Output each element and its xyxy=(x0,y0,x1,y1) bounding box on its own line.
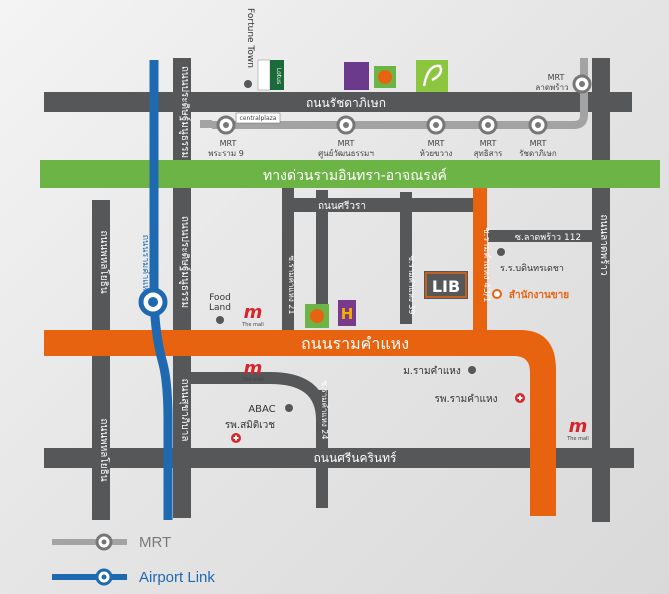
road-srinakarin xyxy=(44,448,634,468)
mrt-label-hk-1: MRT xyxy=(428,139,445,148)
poi-bodindecha-dot xyxy=(497,248,505,256)
label-srinakarin: ถนนศรีนครินทร์ xyxy=(314,451,398,465)
the-mall-logo-3: m The mall xyxy=(566,416,589,442)
label-fortune-town: Fortune Town xyxy=(245,8,255,68)
label-office: สำนักงานขาย xyxy=(509,289,569,301)
mrt-label-hk-2: ห้วยขวาง xyxy=(420,149,453,158)
svg-text:m: m xyxy=(569,416,588,437)
mrt-station-lat-phrao xyxy=(572,74,592,94)
mrt-label-lp-1: MRT xyxy=(548,73,565,82)
legend-mrt-label: MRT xyxy=(139,533,172,551)
label-soi-rk21: ซ.รามคำแหง 21 xyxy=(287,256,296,315)
label-pradit-north: ถนนประดิษฐ์มนูธรรม xyxy=(179,66,191,158)
mrt-label-rama9-2: พระราม 9 xyxy=(208,149,244,158)
road-sriwara xyxy=(282,198,482,212)
mrt-station-cultural-center xyxy=(336,115,356,135)
office-marker xyxy=(492,289,502,299)
legend-airport-link-label: Airport Link xyxy=(139,568,215,586)
label-left-road-bottom: ถนนพหลโยธิน xyxy=(98,418,111,481)
label-abac: ABAC xyxy=(248,404,275,415)
label-sukhaphiban: ถนนสุขาภิบาล xyxy=(179,379,190,442)
label-ramkhamhaeng-hospital: รพ.รามคำแหง xyxy=(435,394,498,405)
road-ramkhamhaeng xyxy=(44,330,556,516)
label-soi-rk43: ซ.รามคำแหง 43/1 xyxy=(481,227,492,302)
svg-text:Lotus: Lotus xyxy=(275,68,282,84)
label-soi-ladprao-112: ซ.ลาดพร้าว 112 xyxy=(515,232,581,243)
logo-green xyxy=(416,60,448,92)
road-ratchadaphisek xyxy=(44,92,632,112)
mrt-line xyxy=(200,58,588,129)
logo-green-orange-2-inner xyxy=(310,309,324,323)
the-mall-logo-1: m The mall xyxy=(241,302,264,328)
road-soi-rk43 xyxy=(473,188,487,338)
svg-text:The mall: The mall xyxy=(241,377,264,383)
label-bodindecha: ร.ร.บดินทรเดชา xyxy=(500,263,564,274)
the-mall-logo-2: m The mall xyxy=(241,358,264,383)
mrt-station-ratchadaphisek xyxy=(528,115,548,135)
label-samitivej: รพ.สมิติเวช xyxy=(225,420,275,431)
label-soi-rk24: ซ.รามคำแหง 24 xyxy=(320,381,329,440)
road-soi-rk39 xyxy=(400,192,412,324)
mrt-station-huai-khwang xyxy=(426,115,446,135)
poi-abac-dot xyxy=(285,404,293,412)
mrt-label-rc-1: MRT xyxy=(530,139,547,148)
mrt-label-cc-1: MRT xyxy=(338,139,355,148)
logo-h xyxy=(338,300,356,326)
logo-green-orange-inner xyxy=(378,70,392,84)
tesco-lotus-logo: Lotus xyxy=(257,59,284,91)
lib-logo: LIB xyxy=(424,271,468,299)
airport-link-legend-icon xyxy=(52,568,127,586)
label-airport-link-road: ถนนรามคำแหง xyxy=(140,235,151,296)
hospital-icon-ramkhamhaeng xyxy=(515,393,525,403)
label-ramkhamhaeng-uni: ม.รามคำแหง xyxy=(403,366,461,377)
logo-green-swoosh xyxy=(422,64,443,87)
logo-h-letter: H xyxy=(341,305,354,323)
svg-text:centralplaza: centralplaza xyxy=(240,115,277,122)
road-sriwara-west xyxy=(282,188,294,340)
svg-text:The mall: The mall xyxy=(566,436,589,442)
hospital-icon-samitivej xyxy=(231,433,241,443)
poi-food-land-dot xyxy=(216,316,224,324)
mrt-legend-icon xyxy=(52,533,127,551)
label-ramkhamhaeng: ถนนรามคำแหง xyxy=(301,334,409,353)
mrt-station-sutthisan xyxy=(478,115,498,135)
label-right-road: ถนนลาดพร้าว xyxy=(598,214,610,275)
central-plaza-logo: centralplaza xyxy=(235,112,281,124)
svg-text:m: m xyxy=(244,302,263,323)
label-sriwara: ถนนศรีวรา xyxy=(318,200,366,212)
road-abac-curve xyxy=(190,372,328,508)
mrt-label-cc-2: ศูนย์วัฒนธรรมฯ xyxy=(318,148,374,159)
poi-fortune-town-dot xyxy=(244,80,252,88)
svg-text:The mall: The mall xyxy=(241,322,264,328)
mrt-label-st-1: MRT xyxy=(480,139,497,148)
label-expressway: ทางด่วนรามอินทรา-อาจณรงค์ xyxy=(263,167,447,184)
airport-link-station-dot xyxy=(148,297,158,307)
mrt-label-rama9-1: MRT xyxy=(220,139,237,148)
logo-purple xyxy=(344,62,369,90)
label-food-land-1: Food xyxy=(209,293,231,303)
expressway-band xyxy=(40,160,660,188)
mrt-label-rc-2: รัชดาภิเษก xyxy=(519,149,557,158)
road-soi-ladprao-112 xyxy=(488,230,610,242)
label-left-road-top: ถนนพหลโยธิน xyxy=(98,230,111,293)
legend-mrt: MRT xyxy=(52,532,171,552)
mrt-station-rama9 xyxy=(216,115,236,135)
road-far-left xyxy=(92,200,110,520)
mrt-label-lp-2: ลาดพร้าว xyxy=(535,83,568,92)
svg-text:LIB: LIB xyxy=(432,277,460,296)
label-pradit-mid: ถนนประดิษฐ์มนูธรรม xyxy=(179,216,191,308)
mrt-label-st-2: สุทธิสาร xyxy=(474,149,503,158)
svg-text:m: m xyxy=(244,358,263,379)
legend-airport-link: Airport Link xyxy=(52,567,215,587)
label-soi-rk39: ซ.รามคำแหง 39 xyxy=(407,256,416,315)
label-ratchadaphisek: ถนนรัชดาภิเษก xyxy=(306,96,386,110)
poi-ramkhamhaeng-uni-dot xyxy=(468,366,476,374)
road-soi-rk21 xyxy=(316,190,328,320)
label-food-land-2: Land xyxy=(209,303,231,313)
